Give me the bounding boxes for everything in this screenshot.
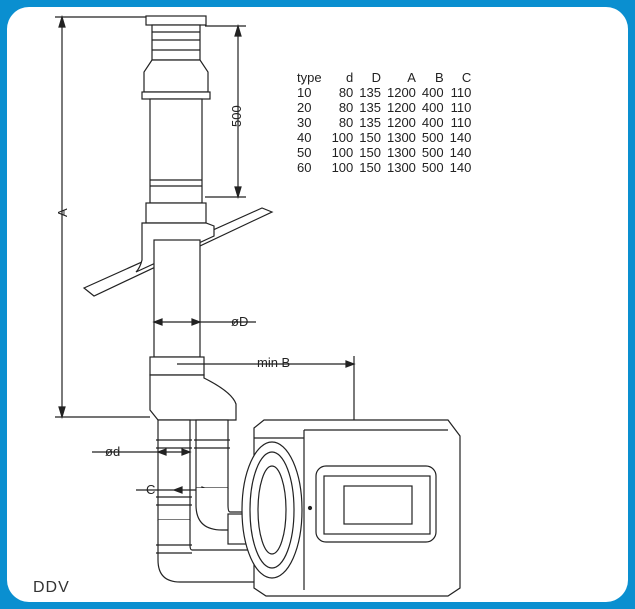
cell: 135 bbox=[359, 115, 381, 130]
dimension-d-label: øD bbox=[231, 314, 249, 329]
header-type: type bbox=[297, 70, 322, 85]
cell: 140 bbox=[449, 145, 472, 160]
model-label: DDV bbox=[33, 579, 70, 596]
dimension-small-d-line bbox=[92, 448, 192, 456]
cell: 80 bbox=[338, 100, 354, 115]
table-row: 10 80 135 1200 400 110 bbox=[297, 85, 477, 100]
header-D: D bbox=[371, 70, 381, 85]
cell: 500 bbox=[421, 130, 444, 145]
cell: 1300 bbox=[386, 160, 416, 175]
cell: 1300 bbox=[386, 130, 416, 145]
table-row: 50 100 150 1300 500 140 bbox=[297, 145, 477, 160]
cell: 80 bbox=[338, 115, 354, 130]
cell: 50 bbox=[297, 145, 312, 160]
lower-pipe bbox=[149, 239, 237, 421]
cell: 1200 bbox=[386, 100, 416, 115]
table-row: 40 100 150 1300 500 140 bbox=[297, 130, 477, 145]
cell: 110 bbox=[450, 100, 472, 115]
cell: 140 bbox=[449, 160, 472, 175]
cell: 135 bbox=[359, 85, 381, 100]
cell: 1200 bbox=[386, 115, 416, 130]
heater-unit bbox=[241, 419, 461, 597]
flue-system-drawing bbox=[55, 14, 461, 597]
diagram-panel: A 500 øD min B ød C type d D A B C 10 80 bbox=[7, 7, 628, 602]
cell: 100 bbox=[331, 160, 354, 175]
dimension-small-d-label: ød bbox=[105, 444, 121, 459]
dimension-a-label: A bbox=[55, 208, 70, 217]
dimension-b-line bbox=[177, 356, 356, 428]
cell: 150 bbox=[359, 160, 381, 175]
header-B: B bbox=[434, 70, 444, 85]
cell: 20 bbox=[297, 100, 312, 115]
cell: 400 bbox=[421, 85, 444, 100]
cell: 10 bbox=[297, 85, 312, 100]
table-row: 20 80 135 1200 400 110 bbox=[297, 100, 477, 115]
cell: 100 bbox=[331, 130, 354, 145]
dimension-500-line bbox=[205, 23, 246, 200]
cell: 400 bbox=[421, 115, 444, 130]
cell: 400 bbox=[421, 100, 444, 115]
header-C: C bbox=[461, 70, 472, 85]
cell: 40 bbox=[297, 130, 312, 145]
roof-terminal bbox=[141, 15, 211, 100]
cell: 500 bbox=[421, 160, 444, 175]
dimension-b-label: min B bbox=[257, 355, 291, 370]
cell: 110 bbox=[450, 85, 472, 100]
cell: 135 bbox=[359, 100, 381, 115]
spec-table-header-row: type d D A B C bbox=[297, 70, 477, 85]
cell: 150 bbox=[359, 145, 381, 160]
cell: 1200 bbox=[386, 85, 416, 100]
cell: 80 bbox=[338, 85, 354, 100]
dimension-a-line bbox=[55, 14, 150, 420]
cell: 30 bbox=[297, 115, 312, 130]
cell: 150 bbox=[359, 130, 381, 145]
dimension-d-line bbox=[152, 318, 256, 326]
cell: 110 bbox=[450, 115, 472, 130]
cell: 60 bbox=[297, 160, 312, 175]
header-A: A bbox=[407, 70, 416, 85]
header-d: d bbox=[346, 70, 354, 85]
cell: 500 bbox=[421, 145, 444, 160]
cell: 140 bbox=[449, 130, 472, 145]
dimension-500-label: 500 bbox=[229, 105, 244, 127]
cell: 100 bbox=[331, 145, 354, 160]
twin-pipes bbox=[156, 419, 230, 521]
cell: 1300 bbox=[386, 145, 416, 160]
table-row: 30 80 135 1200 400 110 bbox=[297, 115, 477, 130]
table-row: 60 100 150 1300 500 140 bbox=[297, 160, 477, 175]
vertical-pipe bbox=[145, 98, 207, 224]
dimension-c-label: C bbox=[146, 482, 156, 497]
spec-table: type d D A B C 10 80 135 1200 400 110 bbox=[297, 70, 477, 175]
